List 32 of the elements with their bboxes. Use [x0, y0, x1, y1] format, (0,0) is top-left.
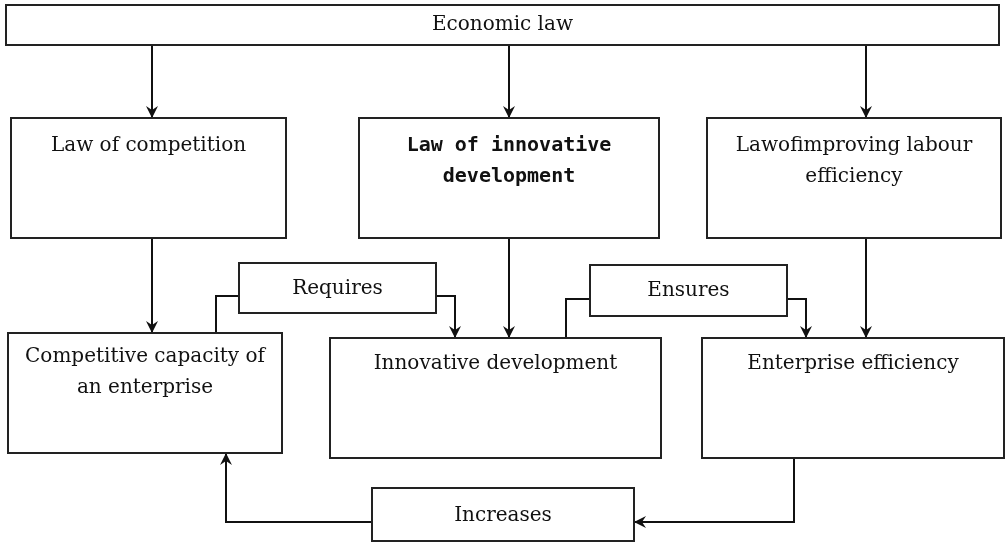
arrow — [634, 458, 795, 528]
box-label: Law of competition — [50, 131, 247, 158]
box-label: Requires — [292, 274, 383, 301]
arrow — [146, 238, 158, 333]
concept-box — [706, 117, 1002, 239]
box-label: Innovative development — [373, 349, 618, 376]
concept-box — [5, 4, 1000, 46]
box-label: Enterprise efficiency — [747, 349, 959, 376]
box-label: Economic law — [431, 10, 574, 37]
concept-box — [7, 332, 283, 454]
concept-box — [329, 337, 662, 459]
arrow — [860, 45, 872, 118]
arrow — [787, 298, 812, 338]
arrow — [503, 238, 515, 338]
box-label: Competitive capacity of an enterprise — [24, 342, 267, 400]
connector-line — [565, 298, 590, 338]
arrow — [860, 238, 872, 338]
concept-box — [589, 264, 788, 317]
box-label: Increases — [454, 501, 552, 528]
concept-box — [238, 262, 437, 314]
concept-box — [371, 487, 635, 542]
box-label: Law of innovative development — [405, 131, 613, 189]
box-label: Lawofimproving labour efficiency — [734, 131, 974, 189]
concept-box — [701, 337, 1005, 459]
arrow — [146, 45, 158, 118]
connector-line — [215, 295, 239, 333]
concept-box — [10, 117, 287, 239]
arrow — [220, 453, 372, 523]
arrow — [503, 45, 515, 118]
box-label: Ensures — [647, 276, 730, 303]
concept-box — [358, 117, 660, 239]
arrow — [436, 295, 461, 338]
